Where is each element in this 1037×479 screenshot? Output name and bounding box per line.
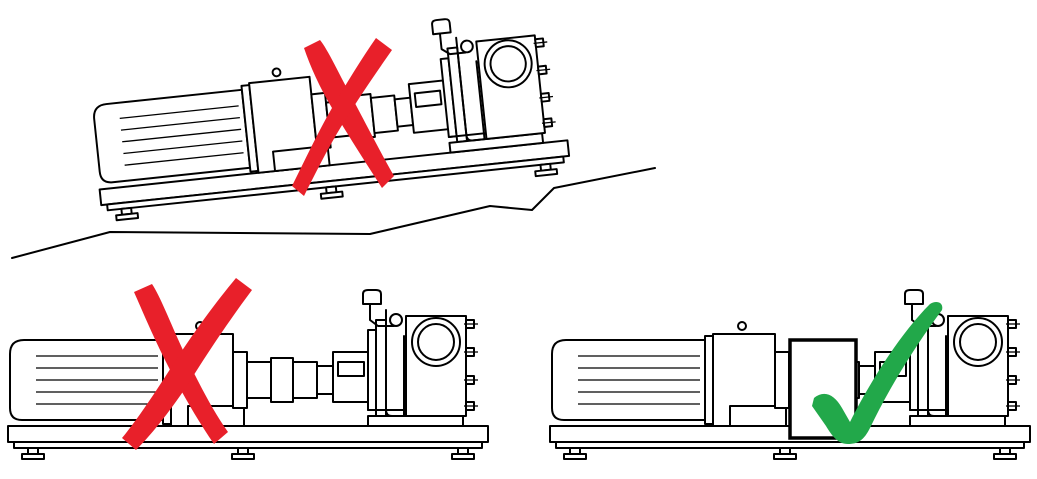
pump-unit-no-guard [7, 289, 489, 460]
sloped-ground-line [11, 167, 656, 259]
check-icon [812, 302, 943, 444]
pump-unit-with-guard [549, 289, 1031, 460]
panel-on-slope [11, 6, 656, 259]
cross-icon [292, 38, 394, 196]
panel-uncovered-coupling [7, 278, 489, 460]
panel-covered-coupling [549, 289, 1031, 460]
cross-icon [122, 278, 252, 450]
